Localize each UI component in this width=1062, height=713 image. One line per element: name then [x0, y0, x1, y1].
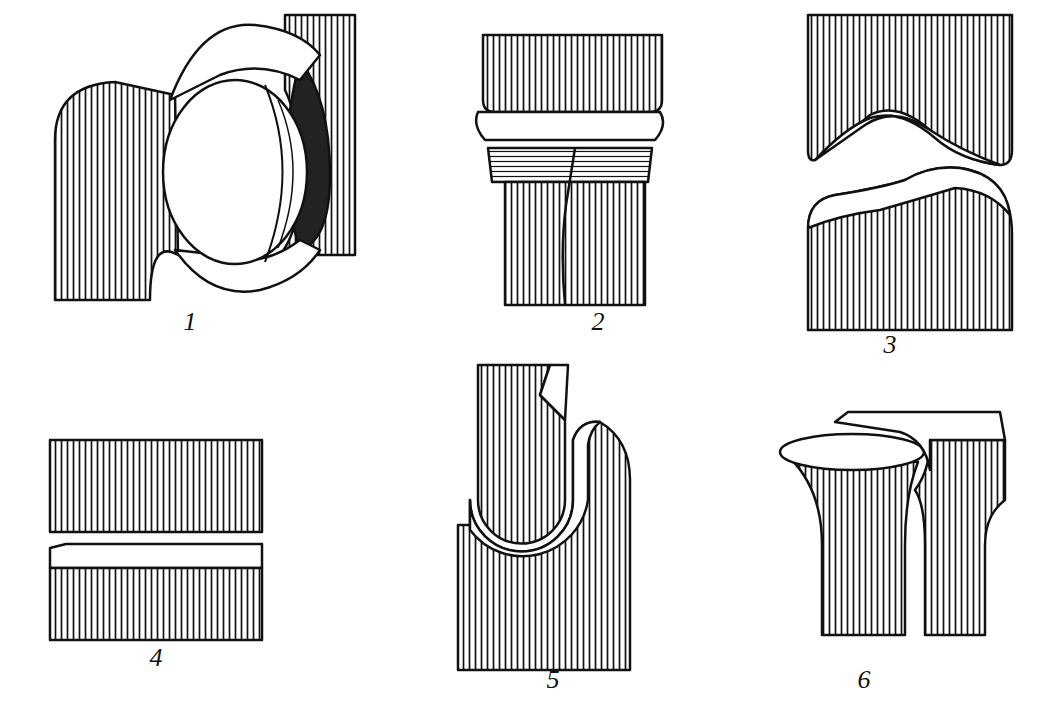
- callout-number: 6: [858, 667, 871, 693]
- callout-number: 3: [884, 332, 897, 358]
- callout-number: 5: [547, 667, 560, 693]
- hinge-joint: [458, 365, 630, 670]
- callout-number: 1: [184, 309, 197, 335]
- callout-number: 2: [592, 309, 605, 335]
- callout-number: 4: [150, 645, 163, 671]
- saddle-joint: [808, 15, 1012, 330]
- condylar-joint: [780, 412, 1005, 635]
- plane-joint: [50, 440, 262, 640]
- ball-socket-joint: [55, 15, 355, 300]
- pivot-joint: [476, 35, 663, 305]
